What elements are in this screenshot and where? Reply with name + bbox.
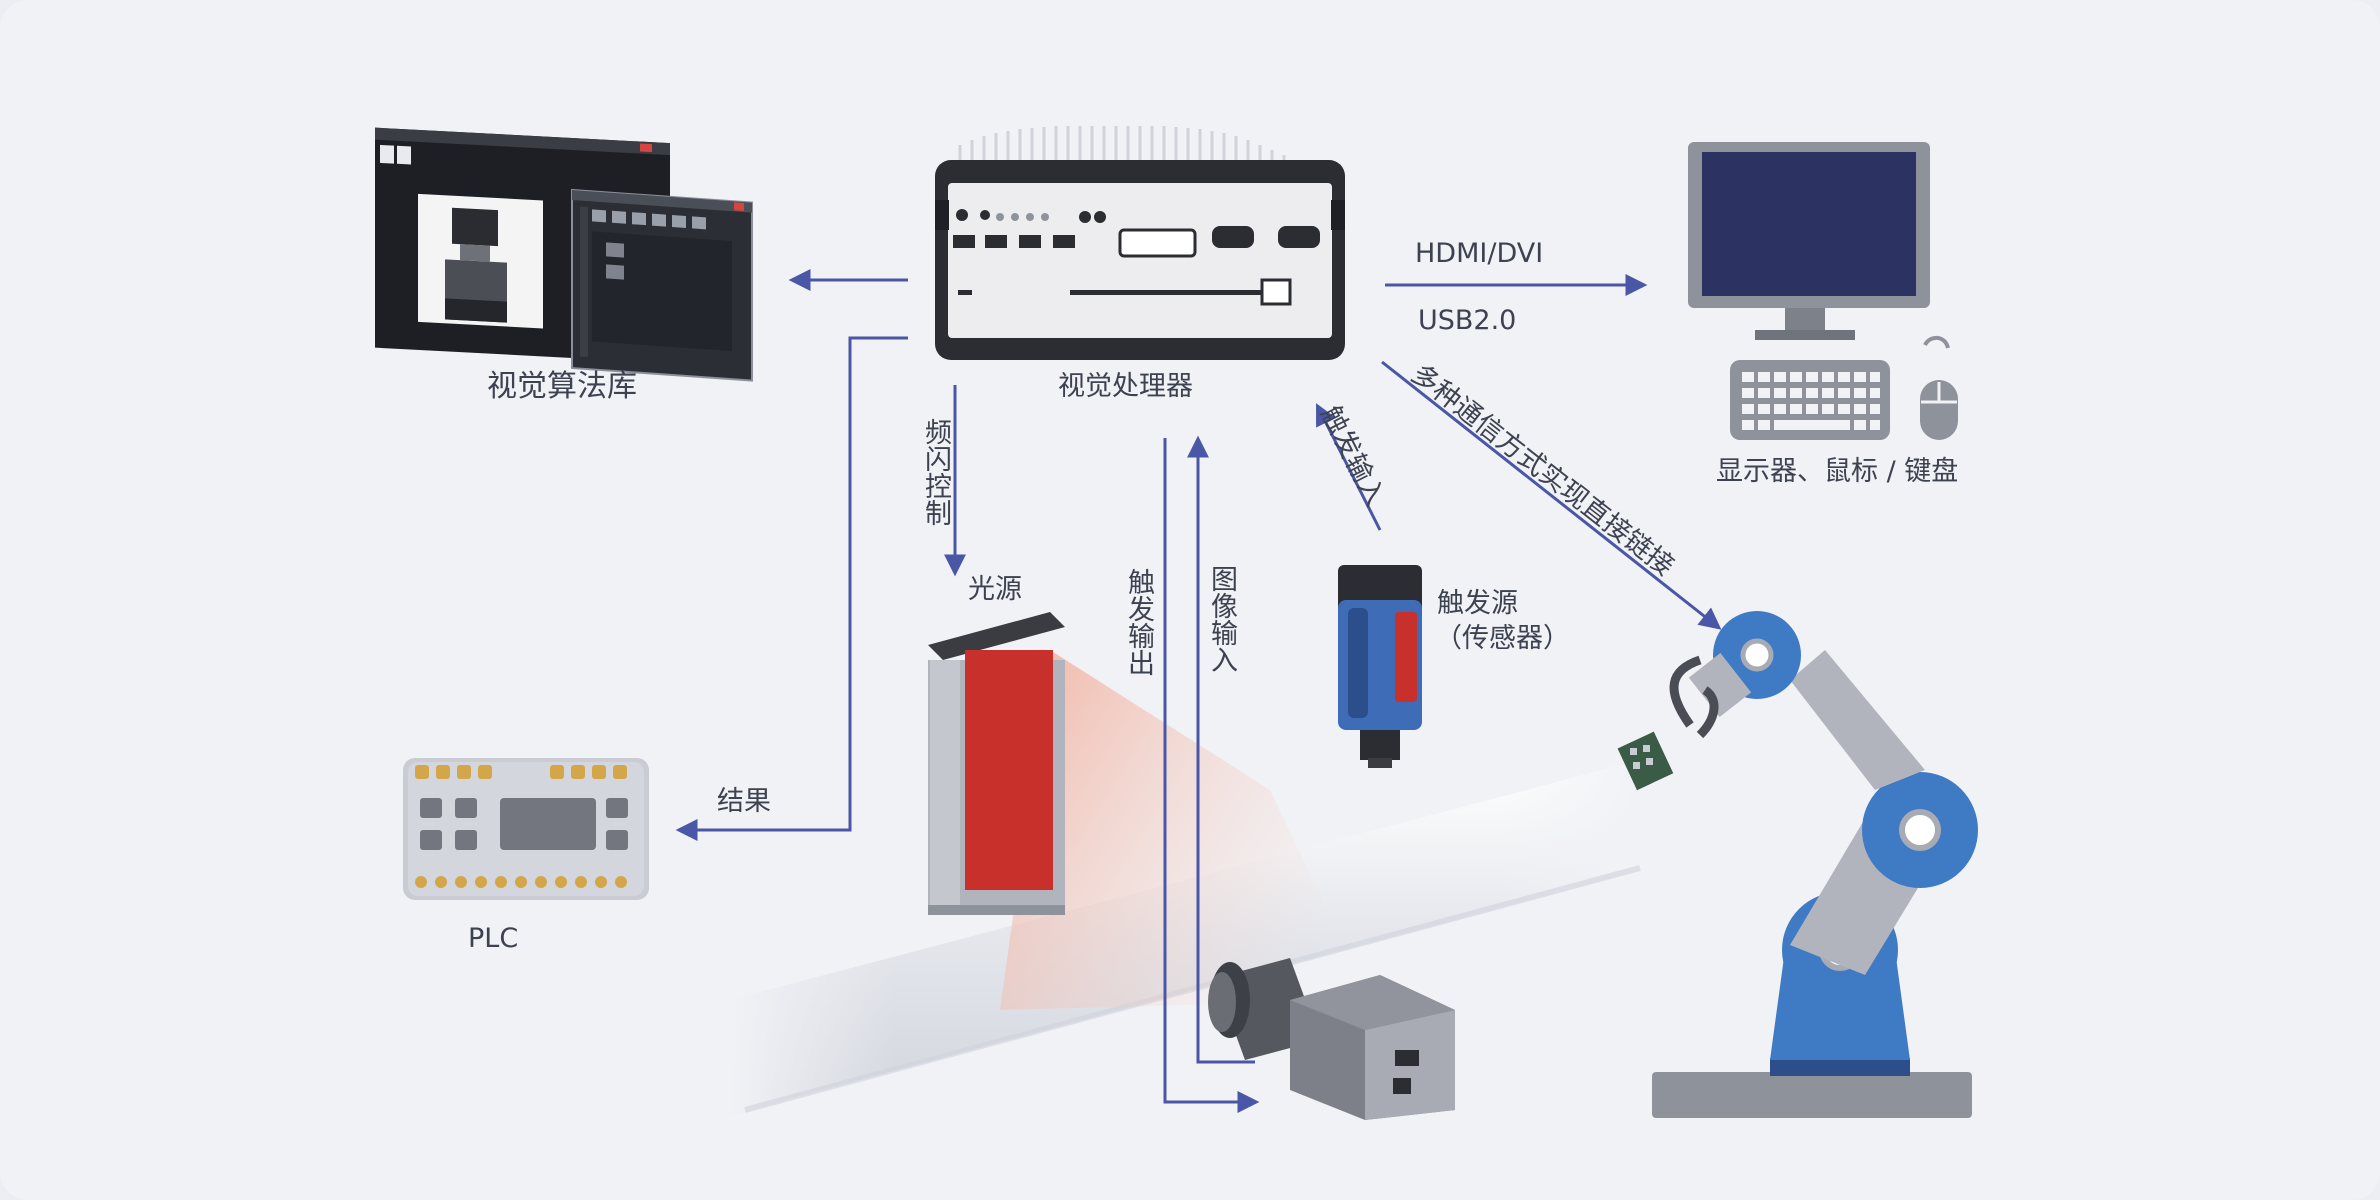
label-display-peripherals: 显示器、鼠标 / 键盘 (1716, 456, 1959, 487)
light-beam (1000, 650, 1370, 1010)
label-strobe-control: 频闪控制 (920, 418, 951, 526)
light-source-icon (928, 612, 1065, 915)
label-light-source: 光源 (968, 574, 1022, 605)
label-hdmi: HDMI/DVI (1415, 238, 1544, 269)
arrow-trigger-output (1163, 438, 1260, 1113)
sensor-icon (1338, 565, 1422, 768)
label-usb: USB2.0 (1418, 305, 1517, 336)
label-trigger-output: 触发输出 (1123, 568, 1154, 676)
arrow-to-plc (675, 336, 908, 841)
keyboard-icon (1730, 360, 1890, 440)
arrows (675, 269, 1722, 1113)
monitor-icon (1688, 142, 1930, 340)
label-image-input: 图像输入 (1206, 565, 1237, 673)
label-sensor: （传感器） (1435, 623, 1570, 654)
arrow-image-input (1187, 435, 1255, 1064)
robot-arm-icon (1617, 611, 1978, 1118)
plc-icon (403, 758, 649, 900)
arrow-multi-comm (1381, 360, 1722, 630)
label-algorithm-library: 视觉算法库 (487, 369, 637, 404)
software-window-icon (375, 127, 753, 382)
label-plc: PLC (468, 923, 519, 954)
arrow-trigger-input (1316, 403, 1382, 531)
vision-processor-icon (935, 126, 1345, 360)
camera-icon (1208, 958, 1455, 1120)
label-trigger-source: 触发源 (1437, 588, 1518, 619)
label-processor: 视觉处理器 (1058, 371, 1193, 402)
mouse-icon (1920, 335, 1958, 440)
label-result: 结果 (717, 786, 771, 817)
